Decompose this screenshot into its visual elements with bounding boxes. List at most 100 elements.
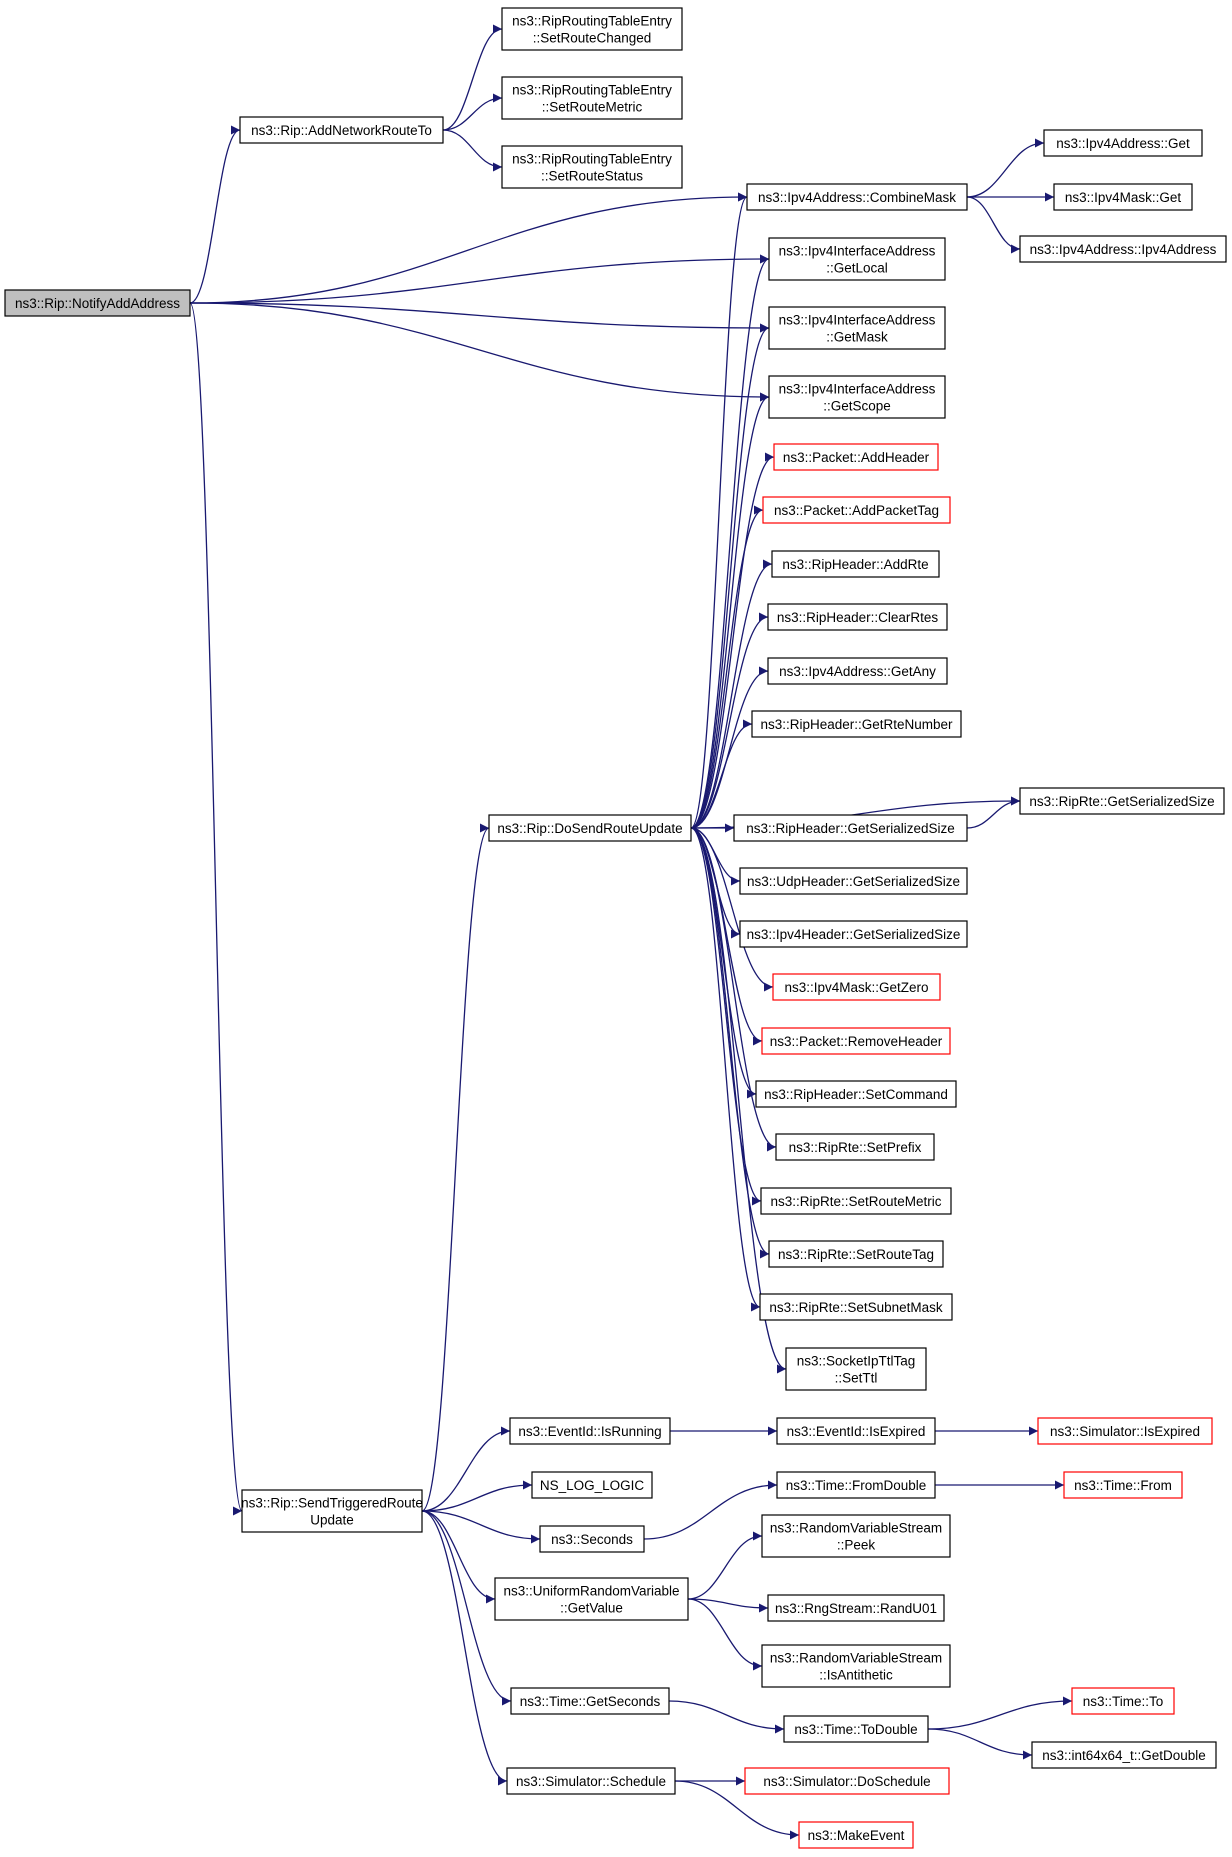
node-box	[761, 1514, 951, 1558]
call-edge-combine-to-a4ctor	[966, 196, 1021, 254]
function-node-ns3-packet-addheader[interactable]: ns3::Packet::AddHeader	[773, 443, 939, 471]
node-box	[506, 1767, 676, 1795]
node-label: ns3::RipRte::SetPrefix	[789, 1140, 922, 1155]
function-node-ns3-packet-removeheader[interactable]: ns3::Packet::RemoveHeader	[761, 1027, 951, 1055]
function-node-ns3-int64x64-t-getdouble[interactable]: ns3::int64x64_t::GetDouble	[1031, 1741, 1217, 1769]
function-node-ns3-rip-dosendrouteupdate[interactable]: ns3::Rip::DoSendRouteUpdate	[488, 814, 692, 842]
function-node-ns3-riproutingtableentry-setroutechanged[interactable]: ns3::RipRoutingTableEntry::SetRouteChang…	[501, 7, 683, 51]
function-node-ns3-riprte-setsubnetmask[interactable]: ns3::RipRte::SetSubnetMask	[759, 1293, 953, 1321]
function-node-ns3-makeevent[interactable]: ns3::MakeEvent	[798, 1821, 914, 1849]
function-node-ns3-ipv4mask-getzero[interactable]: ns3::Ipv4Mask::GetZero	[772, 973, 941, 1001]
function-node-ns3-ipv4mask-get[interactable]: ns3::Ipv4Mask::Get	[1053, 183, 1193, 211]
node-label: ns3::RipRoutingTableEntry	[512, 14, 672, 29]
function-node-ns3-ripheader-getrtenumber[interactable]: ns3::RipHeader::GetRteNumber	[751, 710, 962, 738]
call-edge-dosend-to-getlocal	[690, 254, 770, 829]
function-node-ns3-ipv4address-ipv4address[interactable]: ns3::Ipv4Address::Ipv4Address	[1019, 235, 1227, 263]
function-node-ns3-randomvariablestream-isantithetic[interactable]: ns3::RandomVariableStream::IsAntithetic	[761, 1644, 951, 1688]
function-node-ns3-ipv4interfaceaddress-getscope[interactable]: ns3::Ipv4InterfaceAddress::GetScope	[768, 375, 946, 419]
node-label: ns3::Ipv4InterfaceAddress	[779, 313, 936, 328]
function-node-ns3-ipv4address-get[interactable]: ns3::Ipv4Address::Get	[1043, 129, 1203, 157]
node-box	[539, 1525, 645, 1553]
node-label: ns3::Ipv4Address::Ipv4Address	[1030, 242, 1217, 257]
function-node-ns3-simulator-isexpired[interactable]: ns3::Simulator::IsExpired	[1037, 1417, 1213, 1445]
function-node-ns3-ipv4interfaceaddress-getlocal[interactable]: ns3::Ipv4InterfaceAddress::GetLocal	[768, 237, 946, 281]
node-label: ns3::SocketIpTtlTag	[797, 1354, 916, 1369]
function-node-ns3-riprte-setroutetag[interactable]: ns3::RipRte::SetRouteTag	[768, 1240, 944, 1268]
node-label: ns3::Ipv4Address::CombineMask	[758, 190, 956, 205]
node-box	[767, 1594, 945, 1622]
function-node-ns3-ripheader-clearrtes[interactable]: ns3::RipHeader::ClearRtes	[767, 603, 948, 631]
function-node-ns3-eventid-isexpired[interactable]: ns3::EventId::IsExpired	[776, 1417, 936, 1445]
node-box	[785, 1347, 927, 1391]
node-label: ns3::Ipv4InterfaceAddress	[779, 382, 936, 397]
function-node-ns3-rip-addnetworkrouteto[interactable]: ns3::Rip::AddNetworkRouteTo	[239, 116, 444, 144]
node-box	[776, 1417, 936, 1445]
function-node-ns3-ripheader-getserializedsize[interactable]: ns3::RipHeader::GetSerializedSize	[733, 814, 968, 842]
function-node-ns3-ripheader-addrte[interactable]: ns3::RipHeader::AddRte	[771, 550, 940, 578]
node-label: ns3::RipHeader::GetSerializedSize	[746, 821, 955, 836]
node-box	[767, 657, 948, 685]
function-node-ns3-riprte-getserializedsize[interactable]: ns3::RipRte::GetSerializedSize	[1019, 787, 1225, 815]
node-box	[768, 237, 946, 281]
function-node-ns3-ipv4header-getserializedsize[interactable]: ns3::Ipv4Header::GetSerializedSize	[739, 920, 968, 948]
function-node-ns3-riprte-setroutemetric[interactable]: ns3::RipRte::SetRouteMetric	[760, 1187, 952, 1215]
function-node-ns3-simulator-doschedule[interactable]: ns3::Simulator::DoSchedule	[744, 1767, 950, 1795]
node-label: ns3::RipRoutingTableEntry	[512, 152, 672, 167]
function-node-ns3-ipv4address-combinemask[interactable]: ns3::Ipv4Address::CombineMask	[746, 183, 968, 211]
node-label: ns3::RandomVariableStream	[770, 1651, 942, 1666]
node-label: ns3::Rip::NotifyAddAddress	[15, 296, 180, 311]
node-label: ns3::RipRte::SetRouteMetric	[770, 1194, 941, 1209]
function-node-ns3-randomvariablestream-peek[interactable]: ns3::RandomVariableStream::Peek	[761, 1514, 951, 1558]
function-node-ns3-rngstream-randu01[interactable]: ns3::RngStream::RandU01	[767, 1594, 945, 1622]
node-label: ns3::RipHeader::AddRte	[782, 557, 928, 572]
function-node-ns3-eventid-isrunning[interactable]: ns3::EventId::IsRunning	[509, 1417, 671, 1445]
node-label: ::Peek	[837, 1538, 876, 1553]
call-edge-sendtrig-to-nslog	[421, 1480, 533, 1512]
node-label: ns3::Time::ToDouble	[794, 1722, 917, 1737]
node-box	[751, 710, 962, 738]
function-node-ns3-time-fromdouble[interactable]: ns3::Time::FromDouble	[776, 1471, 936, 1499]
call-edge-dosend-to-addrte	[690, 559, 773, 829]
function-node-ns3-socketipttltag-setttl[interactable]: ns3::SocketIpTtlTag::SetTtl	[785, 1347, 927, 1391]
function-node-ns3-ipv4interfaceaddress-getmask[interactable]: ns3::Ipv4InterfaceAddress::GetMask	[768, 306, 946, 350]
function-node-ns3-time-to[interactable]: ns3::Time::To	[1071, 1687, 1175, 1715]
function-node-ns3-riproutingtableentry-setroutestatus[interactable]: ns3::RipRoutingTableEntry::SetRouteStatu…	[501, 145, 683, 189]
node-label: ns3::Ipv4InterfaceAddress	[779, 244, 936, 259]
function-node-ns3-time-todouble[interactable]: ns3::Time::ToDouble	[783, 1715, 929, 1743]
function-node-ns-log-logic[interactable]: NS_LOG_LOGIC	[531, 1471, 653, 1499]
node-box	[733, 814, 968, 842]
function-node-ns3-uniformrandomvariable-getvalue[interactable]: ns3::UniformRandomVariable::GetValue	[494, 1577, 689, 1621]
call-edge-dosend-to-addheader	[690, 452, 775, 829]
function-node-ns3-simulator-schedule[interactable]: ns3::Simulator::Schedule	[506, 1767, 676, 1795]
node-label: ns3::RandomVariableStream	[770, 1521, 942, 1536]
node-label: ns3::RngStream::RandU01	[775, 1601, 937, 1616]
call-edge-notify-to-getmask	[189, 302, 770, 333]
call-edges	[189, 24, 1073, 1840]
node-label: ::GetLocal	[826, 261, 888, 276]
function-node-ns3-seconds[interactable]: ns3::Seconds	[539, 1525, 645, 1553]
function-node-ns3-udpheader-getserializedsize[interactable]: ns3::UdpHeader::GetSerializedSize	[739, 867, 968, 895]
node-box	[746, 183, 968, 211]
call-edge-addnet-to-rs	[442, 129, 503, 172]
function-node-ns3-packet-addpackettag[interactable]: ns3::Packet::AddPacketTag	[762, 496, 951, 524]
call-edge-dosend-to-setttl	[690, 827, 787, 1374]
node-box	[776, 1471, 936, 1499]
call-edge-todouble-to-timeto	[927, 1696, 1073, 1730]
call-edge-urvget-to-randu01	[687, 1598, 769, 1613]
node-box	[501, 76, 683, 120]
node-label: ns3::EventId::IsExpired	[787, 1424, 926, 1439]
call-edge-getsec-to-todouble	[668, 1700, 785, 1734]
call-edge-notify-to-combine	[189, 192, 748, 304]
function-node-ns3-riproutingtableentry-setroutemetric[interactable]: ns3::RipRoutingTableEntry::SetRouteMetri…	[501, 76, 683, 120]
node-box	[768, 306, 946, 350]
node-label: ns3::Ipv4Mask::Get	[1065, 190, 1182, 205]
function-node-ns3-ripheader-setcommand[interactable]: ns3::RipHeader::SetCommand	[755, 1080, 957, 1108]
call-edge-dosend-to-setsubnet	[690, 827, 761, 1312]
function-node-ns3-ipv4address-getany[interactable]: ns3::Ipv4Address::GetAny	[767, 657, 948, 685]
function-node-ns3-time-from[interactable]: ns3::Time::From	[1063, 1471, 1183, 1499]
function-node-ns3-time-getseconds[interactable]: ns3::Time::GetSeconds	[510, 1687, 670, 1715]
node-box	[494, 1577, 689, 1621]
node-label: ns3::RipRoutingTableEntry	[512, 83, 672, 98]
function-node-ns3-riprte-setprefix[interactable]: ns3::RipRte::SetPrefix	[775, 1133, 935, 1161]
